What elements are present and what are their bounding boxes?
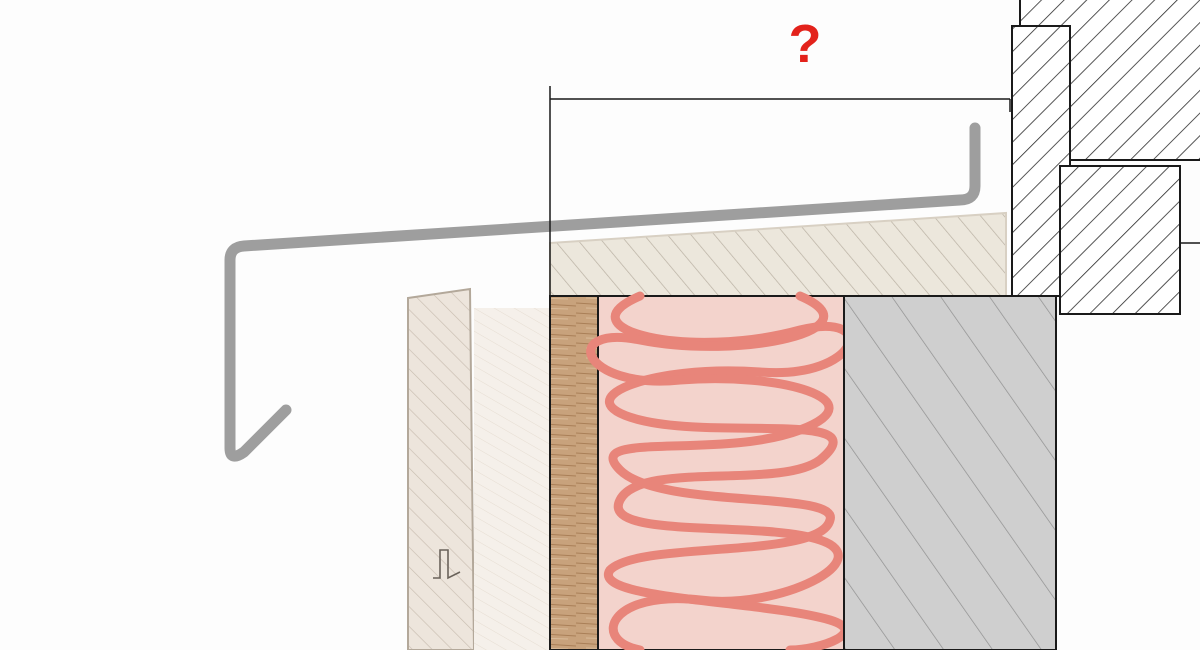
interior-drywall	[843, 295, 1057, 650]
batt-insulation	[586, 291, 854, 650]
insulation-coil-2	[586, 291, 850, 650]
dimension-unknown-label: ?	[788, 14, 822, 74]
siding-shiplap-notch	[433, 549, 461, 580]
insulation-coil	[605, 291, 854, 650]
window-frame	[1011, 0, 1200, 315]
dimension-line	[549, 86, 1011, 296]
siding-board	[407, 287, 476, 650]
siding-board-profile	[407, 287, 476, 650]
drip-cap-flashing	[224, 122, 981, 462]
window-frame-sill-block	[1059, 165, 1181, 315]
furring-strip	[474, 308, 550, 650]
